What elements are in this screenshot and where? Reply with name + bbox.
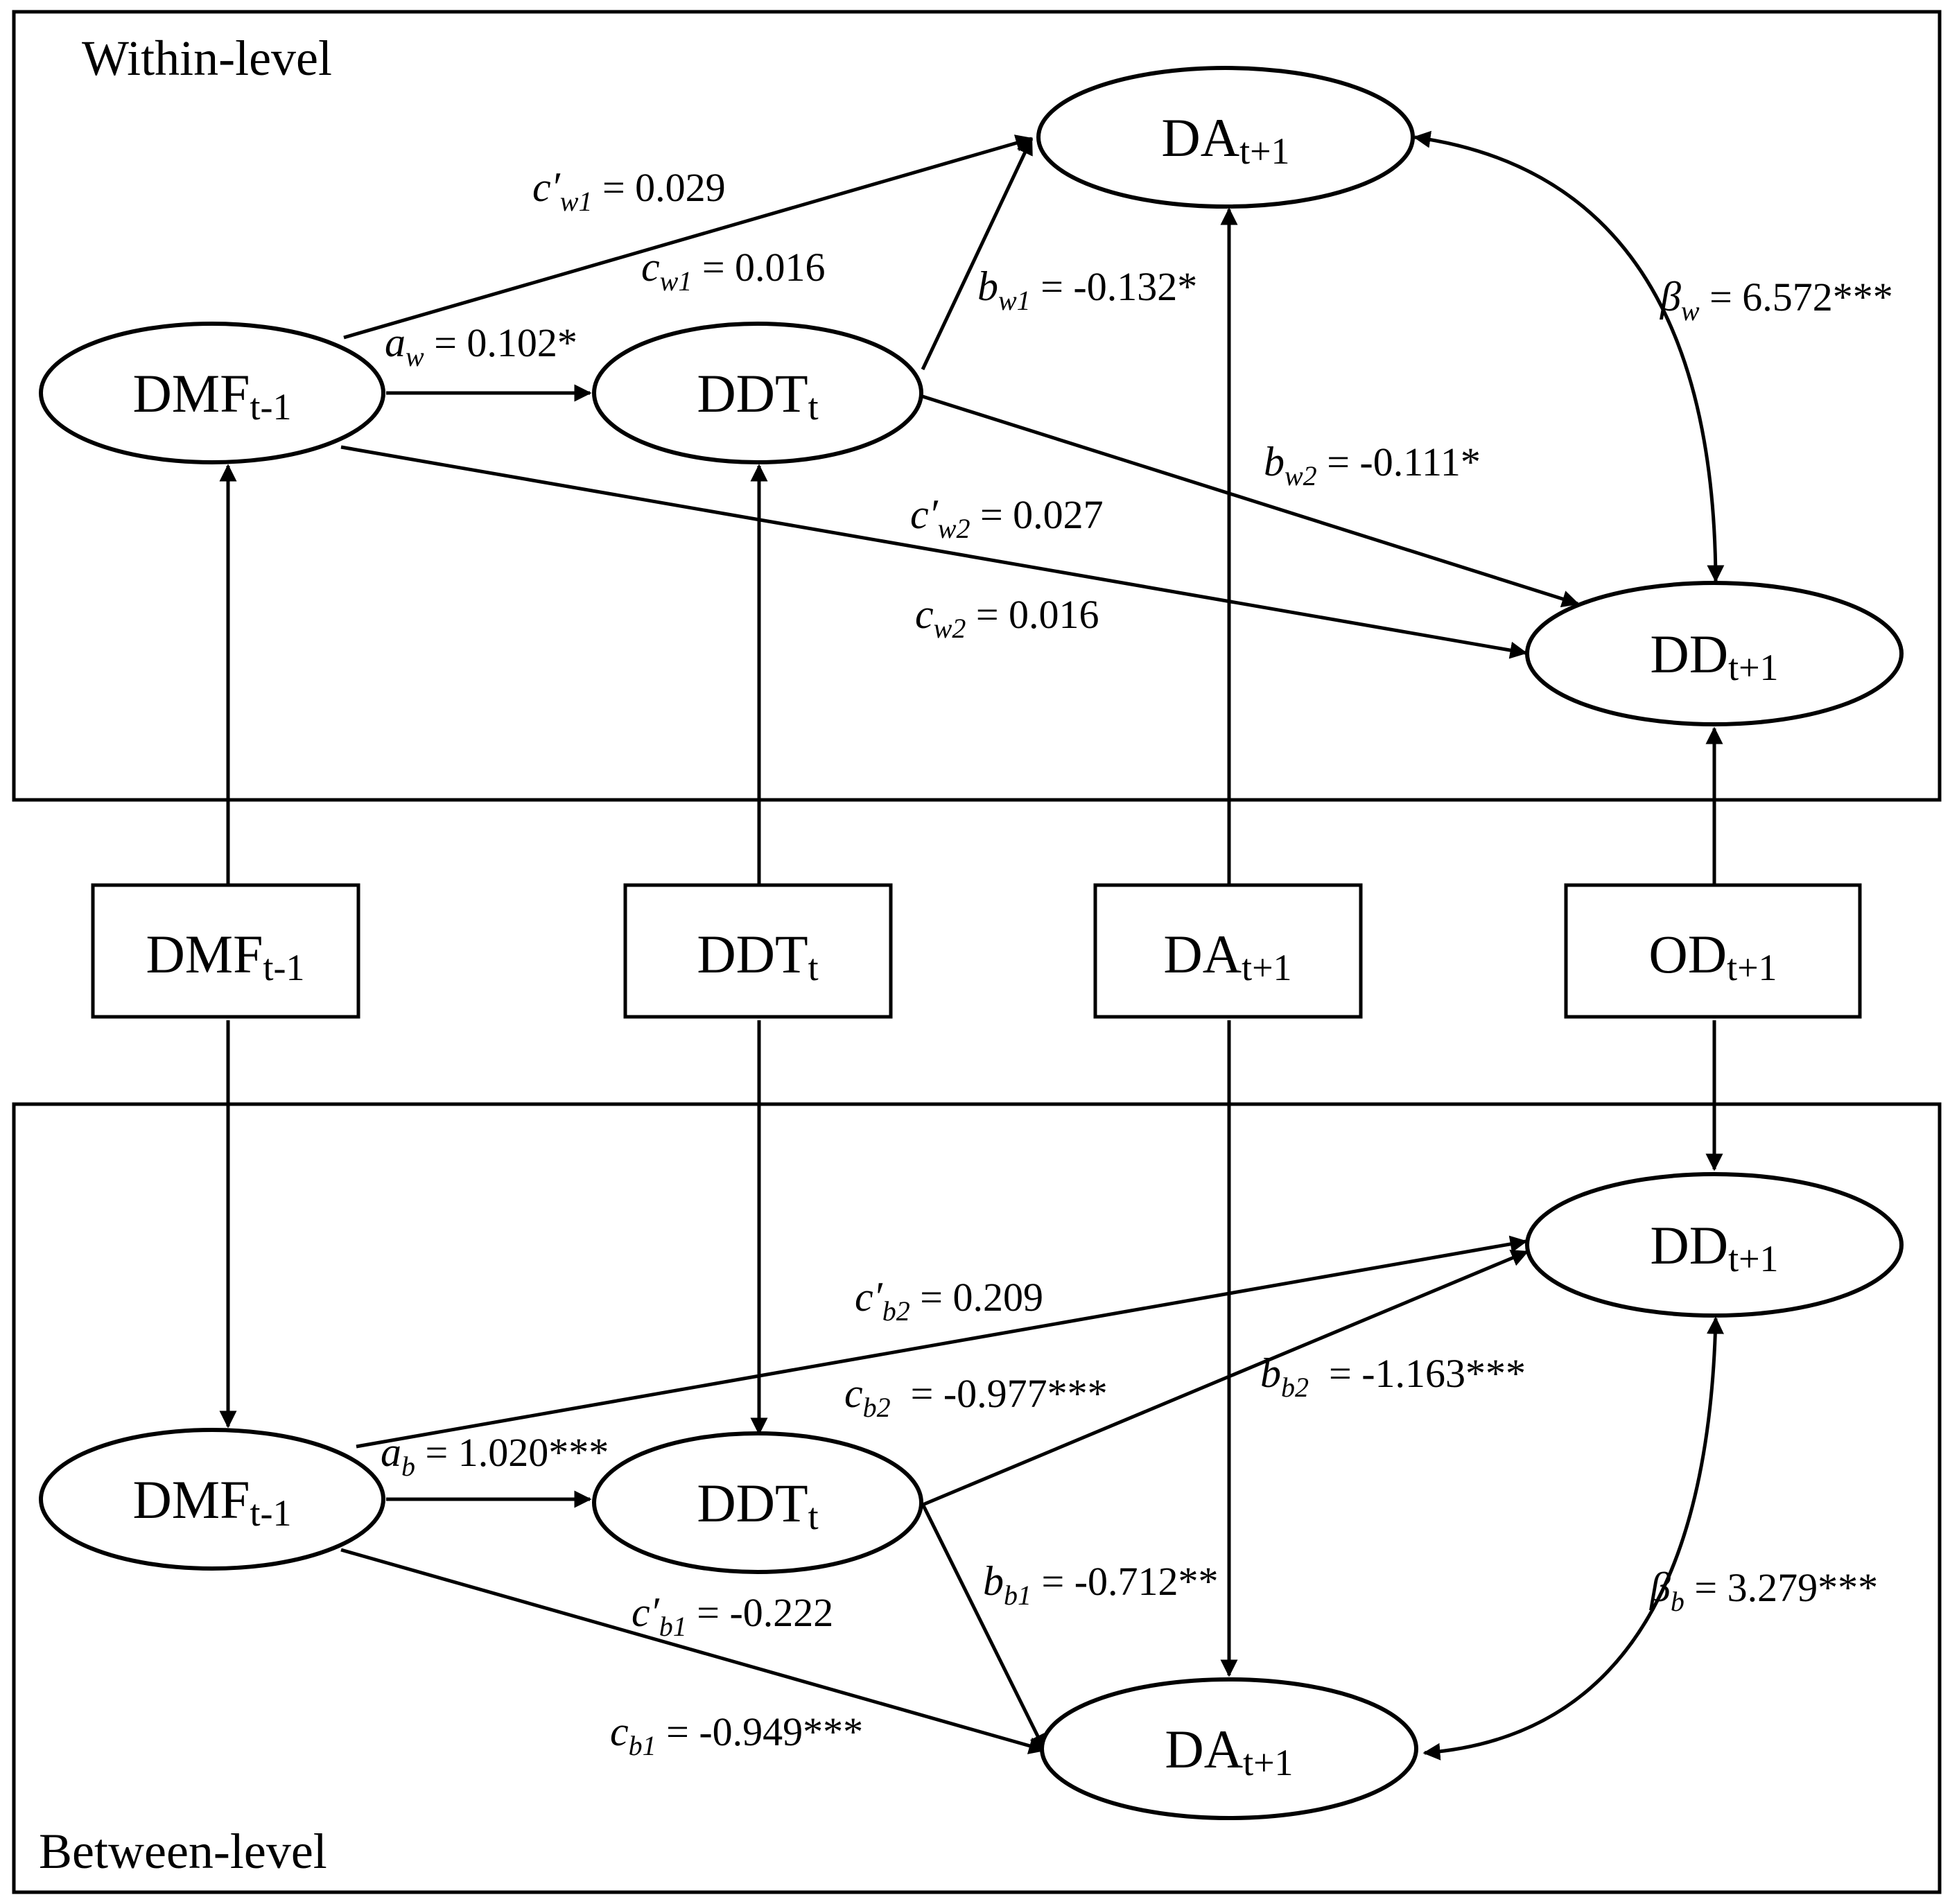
label-between-beta-b: βb = 3.279***: [1649, 1564, 1878, 1617]
edge-between-dmf-to-dd: [356, 1235, 1528, 1449]
within-level-frame: [12, 10, 1942, 802]
edge-within-da-dd-covariance: [1413, 130, 1725, 583]
svg-text:DAt+1: DAt+1: [1161, 107, 1289, 173]
svg-text:DDt+1: DDt+1: [1650, 624, 1778, 689]
node-within-dmf: DMFt-1: [39, 322, 385, 464]
between-level-frame: [12, 1102, 1942, 1894]
edge-between-dmf-to-da: [340, 1548, 1047, 1754]
label-within-cprime-w2: c′w2 = 0.027: [910, 491, 1104, 544]
label-within-c-w1: cw1 = 0.016: [641, 244, 826, 297]
label-between-a-b: ab = 1.020***: [381, 1429, 609, 1482]
observed-box-da: DAt+1: [1093, 883, 1363, 1019]
label-between-cprime-b1: c′b1 = -0.222: [632, 1589, 833, 1642]
edge-between-da-dd-covariance: [1422, 1316, 1724, 1761]
label-between-c-b2: cb2 = -0.977***: [844, 1370, 1108, 1423]
label-within-a-w: aw = 0.102*: [385, 320, 577, 372]
within-level-title: Within-level: [82, 30, 332, 86]
label-within-b-w2: bw2 = -0.111*: [1264, 439, 1481, 491]
label-within-c-w2: cw2 = 0.016: [915, 591, 1099, 644]
edge-within-ddt-to-da: [921, 137, 1034, 371]
observed-box-dmf: DMFt-1: [91, 883, 360, 1019]
label-between-b-b2: bb2 = -1.163***: [1260, 1350, 1526, 1403]
observed-box-ddt: DDTt: [623, 883, 893, 1019]
node-between-dd: DDt+1: [1525, 1172, 1904, 1318]
edge-between-ddt-to-da: [921, 1503, 1047, 1752]
node-between-da: DAt+1: [1040, 1677, 1418, 1820]
node-within-da: DAt+1: [1036, 66, 1415, 209]
svg-text:DAt+1: DAt+1: [1165, 1719, 1293, 1784]
label-within-cprime-w1: c′w1 = 0.029: [532, 164, 726, 217]
label-within-beta-w: βw = 6.572***: [1660, 274, 1893, 326]
node-between-ddt: DDTt: [592, 1431, 923, 1574]
label-between-cprime-b2: c′b2 = 0.209: [855, 1274, 1043, 1327]
label-between-c-b1: cb1 = -0.949***: [610, 1709, 863, 1761]
node-within-ddt: DDTt: [592, 322, 923, 464]
svg-text:DMFt-1: DMFt-1: [132, 363, 291, 428]
node-within-dd: DDt+1: [1525, 581, 1904, 726]
edge-within-dmf-to-dd: [340, 445, 1528, 659]
svg-text:ODt+1: ODt+1: [1648, 924, 1777, 989]
svg-text:DDTt: DDTt: [697, 924, 818, 989]
svg-text:DMFt-1: DMFt-1: [132, 1469, 291, 1535]
svg-text:DDTt: DDTt: [697, 1473, 818, 1538]
svg-text:DDTt: DDTt: [697, 363, 818, 428]
between-level-title: Between-level: [39, 1824, 327, 1879]
node-between-dmf: DMFt-1: [39, 1428, 385, 1571]
svg-text:DAt+1: DAt+1: [1163, 924, 1291, 989]
label-between-b-b1: bb1 = -0.712**: [983, 1558, 1219, 1611]
edge-between-ddt-to-dd: [922, 1250, 1529, 1507]
svg-text:DDt+1: DDt+1: [1650, 1215, 1778, 1280]
edge-within-dmf-to-da: [343, 134, 1034, 340]
svg-text:DMFt-1: DMFt-1: [146, 924, 304, 989]
observed-box-od: ODt+1: [1564, 883, 1862, 1019]
label-within-b-w1: bw1 = -0.132*: [977, 263, 1197, 316]
